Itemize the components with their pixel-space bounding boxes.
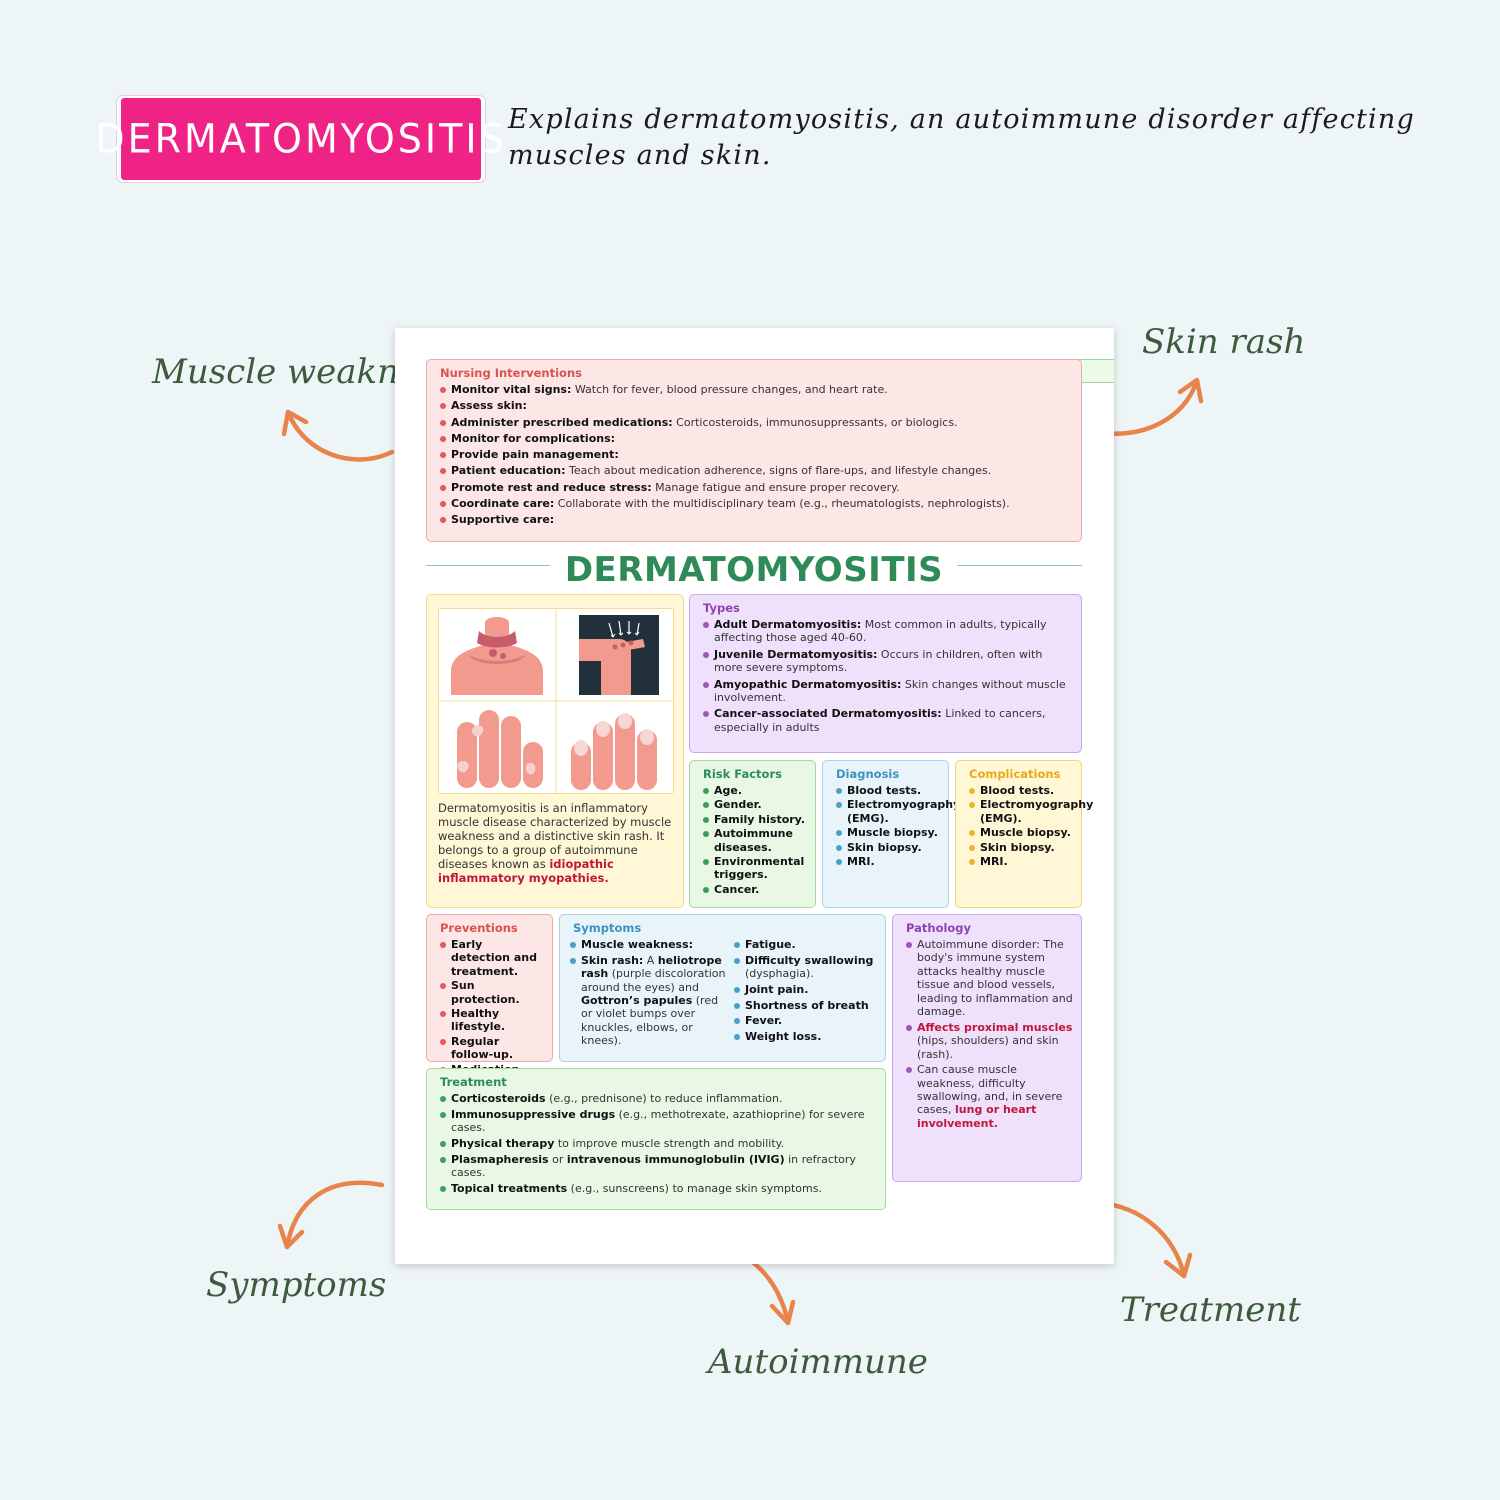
- list-item: Sun protection.: [438, 979, 544, 1006]
- list-item: Blood tests.: [967, 784, 1073, 797]
- list-item: Cancer.: [701, 883, 807, 896]
- title-rule-right: [957, 565, 1082, 566]
- title-rule-left: [426, 565, 550, 566]
- nursing-heading: Nursing Interventions: [440, 366, 582, 380]
- diagnosis-box: Diagnosis Blood tests. Electromyography …: [822, 760, 960, 908]
- pathology-heading: Pathology: [906, 921, 972, 935]
- list-item: Juvenile Dermatomyositis: Occurs in chil…: [701, 648, 1073, 675]
- illustration-grid-lines: [439, 609, 673, 793]
- symptoms-heading: Symptoms: [573, 921, 642, 935]
- list-item: Physical therapy to improve muscle stren…: [438, 1137, 877, 1150]
- list-item: Fatigue.: [732, 938, 882, 951]
- list-item: Skin biopsy.: [834, 841, 940, 854]
- list-item: Amyopathic Dermatomyositis: Skin changes…: [701, 678, 1073, 705]
- list-item: Early detection and treatment.: [438, 938, 544, 978]
- list-item: Immunosuppressive drugs (e.g., methotrex…: [438, 1108, 877, 1135]
- risk-factors-box: Risk Factors Age. Gender. Family history…: [689, 760, 816, 908]
- list-item: Environmental triggers.: [701, 855, 807, 882]
- nursing-interventions-box: Nursing Interventions Monitor vital sign…: [426, 359, 1082, 542]
- arrow-muscle-weakness: [281, 409, 395, 462]
- list-item: Adult Dermatomyositis: Most common in ad…: [701, 618, 1073, 645]
- list-item: Topical treatments (e.g., sunscreens) to…: [438, 1182, 877, 1195]
- callout-symptoms: Symptoms: [206, 1265, 387, 1305]
- elbow-rash-illustration: [557, 609, 673, 700]
- types-heading: Types: [703, 601, 740, 615]
- list-item: Provide pain management:: [438, 448, 1073, 461]
- list-item: Skin biopsy.: [967, 841, 1073, 854]
- list-item: Electromyography (EMG).: [834, 798, 960, 825]
- list-item: Electromyography (EMG).: [967, 798, 1093, 825]
- main-title-row: DERMATOMYOSITIS: [426, 550, 1082, 600]
- nails-illustration: [557, 702, 673, 793]
- callout-autoimmune: Autoimmune: [708, 1342, 928, 1382]
- list-item: Joint pain.: [732, 983, 882, 996]
- list-item: Autoimmune diseases.: [701, 827, 807, 854]
- list-item: Gender.: [701, 798, 807, 811]
- types-box: Types Adult Dermatomyositis: Most common…: [689, 594, 1082, 753]
- list-item: Difficulty swallowing (dysphagia).: [732, 954, 882, 981]
- list-item: Supportive care:: [438, 513, 1073, 526]
- symptoms-column-left: Muscle weakness: Skin rash: A heliotrope…: [568, 938, 728, 1050]
- list-item: Plasmapheresis or intravenous immunoglob…: [438, 1153, 877, 1180]
- list-item: Fever.: [732, 1014, 882, 1027]
- arrow-symptoms: [277, 1180, 385, 1250]
- list-item: Affects proximal muscles (hips, shoulder…: [904, 1021, 1073, 1061]
- overview-text: Dermatomyositis is an inflammatory muscl…: [438, 801, 672, 885]
- list-item: Assess skin:: [438, 399, 1073, 412]
- list-item: Cancer-associated Dermatomyositis: Linke…: [701, 707, 1073, 734]
- overview-highlight: idiopathic inflammatory myopathies.: [438, 856, 614, 885]
- list-item: Coordinate care: Collaborate with the mu…: [438, 497, 1073, 510]
- list-item: Muscle biopsy.: [834, 826, 940, 839]
- overview-box: Dermatomyositis is an inflammatory muscl…: [426, 594, 684, 908]
- list-item: Age.: [701, 784, 807, 797]
- list-item: MRI.: [967, 855, 1073, 868]
- symptoms-column-right: Fatigue. Difficulty swallowing (dysphagi…: [732, 938, 882, 1046]
- neck-rash-illustration: [439, 609, 555, 700]
- callout-treatment: Treatment: [1120, 1290, 1301, 1330]
- symptoms-box: Symptoms Muscle weakness: Skin rash: A h…: [559, 914, 886, 1062]
- list-item: Patient education: Teach about medicatio…: [438, 464, 1073, 477]
- list-item: Blood tests.: [834, 784, 940, 797]
- risk-heading: Risk Factors: [703, 767, 782, 781]
- list-item: Autoimmune disorder: The body's immune s…: [904, 938, 1073, 1018]
- list-item: Healthy lifestyle.: [438, 1007, 544, 1034]
- list-item: Muscle biopsy.: [967, 826, 1073, 839]
- list-item: Can cause muscle weakness, difficulty sw…: [904, 1063, 1073, 1130]
- complications-heading: Complications: [969, 767, 1061, 781]
- subtitle: Explains dermatomyositis, an autoimmune …: [508, 104, 1415, 171]
- preventions-heading: Preventions: [440, 921, 518, 935]
- treatment-box: Treatment Corticosteroids (e.g., prednis…: [426, 1068, 886, 1210]
- list-item: Weight loss.: [732, 1030, 882, 1043]
- pathology-box: Pathology Autoimmune disorder: The body'…: [892, 914, 1082, 1182]
- treatment-heading: Treatment: [440, 1075, 507, 1089]
- study-sheet: 6 Nursing Interventions Monitor vital si…: [395, 328, 1114, 1264]
- list-item: Monitor vital signs: Watch for fever, bl…: [438, 383, 1073, 396]
- list-item: Administer prescribed medications: Corti…: [438, 416, 1073, 429]
- list-item: MRI.: [834, 855, 940, 868]
- title-badge-text: DERMATOMYOSITIS: [95, 98, 504, 180]
- callout-skin-rash: Skin rash: [1142, 322, 1306, 362]
- diagnosis-heading: Diagnosis: [836, 767, 900, 781]
- preventions-box: Preventions Early detection and treatmen…: [426, 914, 553, 1089]
- list-item: Family history.: [701, 813, 807, 826]
- main-title: DERMATOMYOSITIS: [564, 550, 944, 590]
- complications-box: Complications Blood tests. Electromyogra…: [955, 760, 1093, 908]
- list-item: Promote rest and reduce stress: Manage f…: [438, 481, 1073, 494]
- list-item: Monitor for complications:: [438, 432, 1073, 445]
- illustration-grid: [438, 608, 674, 794]
- title-badge: DERMATOMYOSITIS: [95, 96, 504, 182]
- list-item: Corticosteroids (e.g., prednisone) to re…: [438, 1092, 877, 1105]
- list-item: Skin rash: A heliotrope rash (purple dis…: [568, 954, 728, 1048]
- hand-rash-illustration: [439, 702, 555, 793]
- list-item: Muscle weakness:: [568, 938, 728, 951]
- list-item: Regular follow-up.: [438, 1035, 544, 1062]
- list-item: Shortness of breath: [732, 999, 882, 1012]
